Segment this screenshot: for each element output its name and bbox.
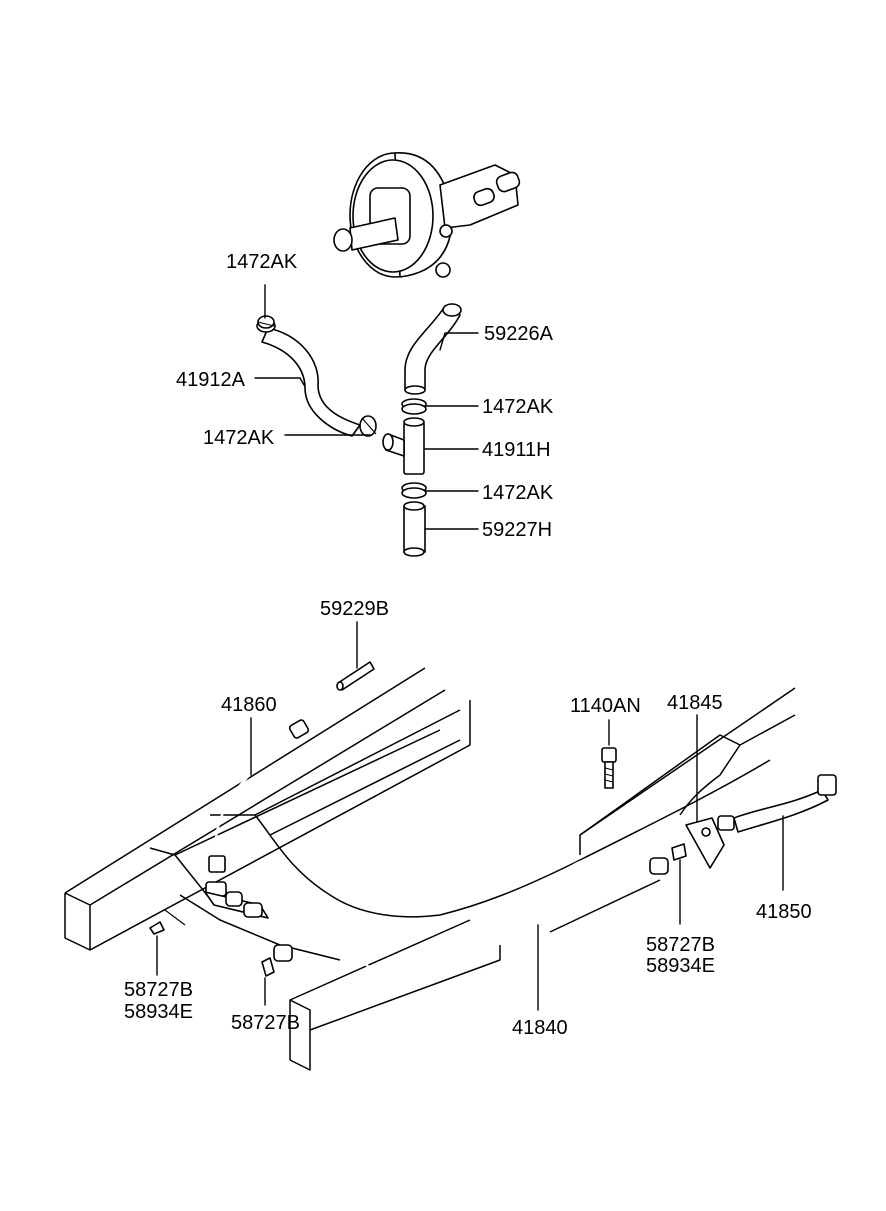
label-1472ak-lower-right: 1472AK	[482, 482, 554, 504]
label-41912a: 41912A	[176, 369, 246, 391]
label-1472ak-left: 1472AK	[203, 427, 275, 449]
label-1472ak-upper-left: 1472AK	[226, 251, 298, 273]
label-41850: 41850	[756, 901, 812, 923]
label-59227h: 59227H	[482, 519, 552, 541]
clip-center	[261, 957, 275, 977]
label-41911h: 41911H	[482, 439, 551, 461]
label-59226a: 59226A	[484, 323, 554, 345]
label-41840: 41840	[512, 1017, 568, 1039]
junction-block	[204, 891, 269, 919]
pin-59229b	[336, 661, 375, 691]
bracket-41845	[685, 817, 725, 869]
label-58727b-right: 58727B	[646, 934, 715, 956]
label-58934e-left: 58934E	[124, 1001, 193, 1023]
callout-labels: 1472AK 41912A 1472AK 59226A 1472AK 41911…	[124, 251, 812, 1039]
label-58727b-left: 58727B	[124, 979, 193, 1001]
label-59229b: 59229B	[320, 598, 389, 620]
clamp-left-tee	[359, 415, 377, 437]
leader-lines	[156, 284, 784, 1011]
label-58934e-right: 58934E	[646, 955, 715, 977]
hose-41850	[717, 774, 837, 833]
label-1472ak-upper-right: 1472AK	[482, 396, 554, 418]
bolt-1140an	[601, 747, 617, 789]
label-1140an: 1140AN	[570, 695, 641, 717]
label-41860: 41860	[221, 694, 277, 716]
hose-59227h	[403, 501, 426, 557]
hose-59226a	[404, 303, 462, 395]
clamp-lower-tee	[401, 482, 427, 499]
brake-booster	[333, 152, 521, 278]
clamp-upper-left	[257, 315, 275, 329]
clip-right	[671, 843, 687, 861]
clamp-upper-tee	[401, 398, 427, 415]
tee-41911h	[382, 417, 425, 475]
chassis-frame	[64, 667, 796, 1071]
tube-41860	[205, 719, 310, 897]
clip-left	[149, 921, 165, 935]
label-41845: 41845	[667, 692, 723, 714]
tube-41840	[273, 842, 669, 988]
label-58727b-center: 58727B	[231, 1012, 300, 1034]
